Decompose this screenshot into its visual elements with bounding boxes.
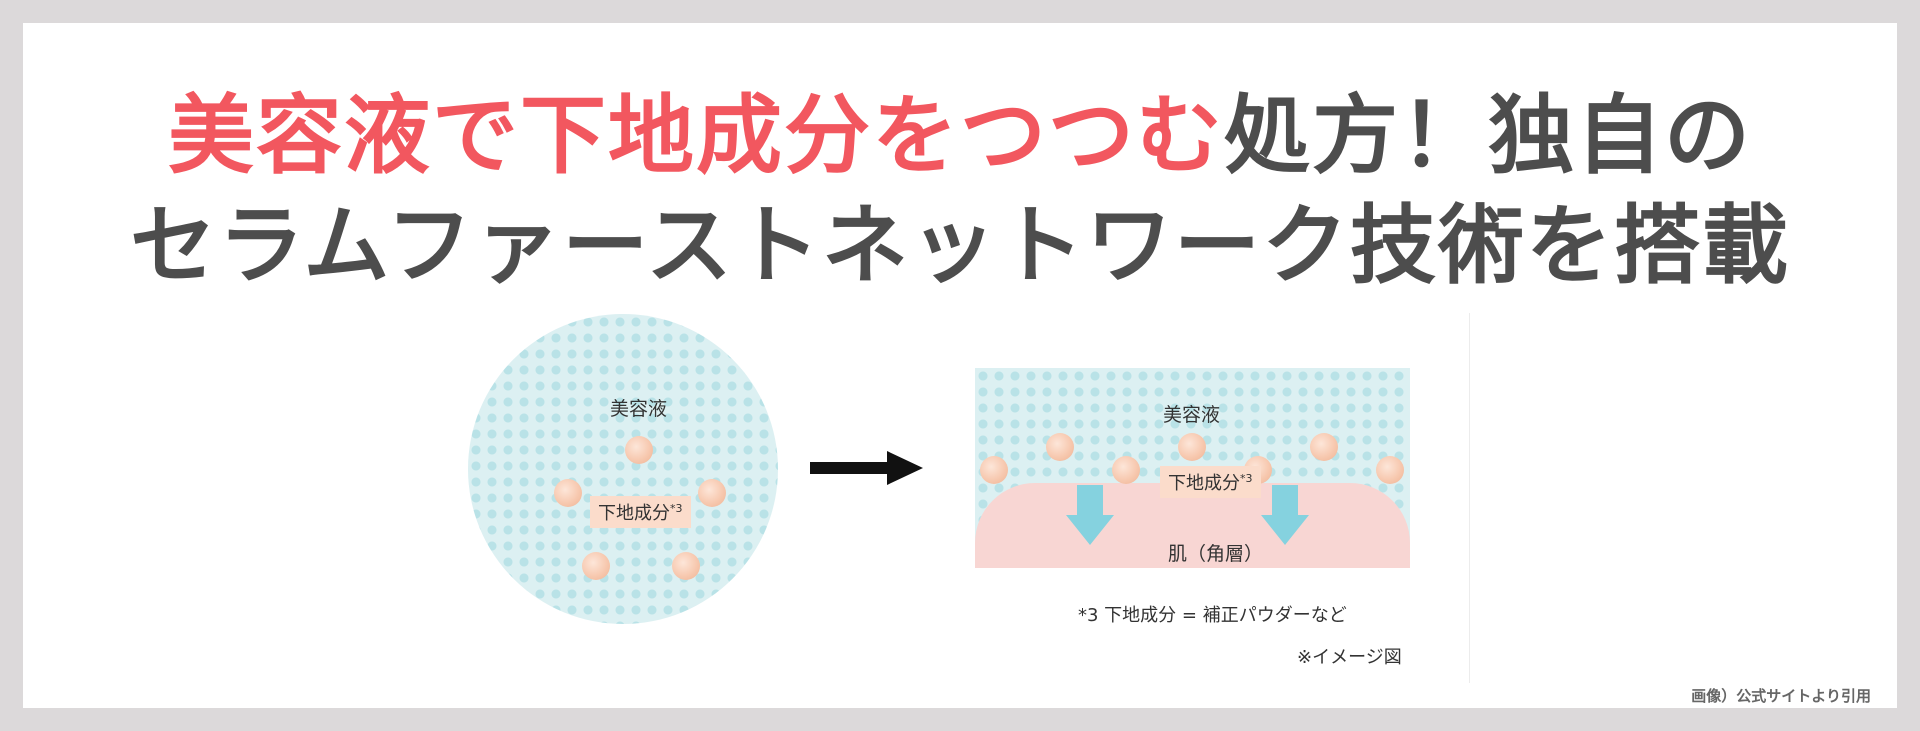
headline-line2: セラムファーストネットワーク技術を搭載 [130,196,1790,296]
arrow-head-icon [887,451,923,485]
down-arrow-head-icon [1261,515,1309,545]
down-arrow-icon [1272,485,1298,515]
content-card: 美容液で下地成分をつつむ処方！独自の セラムファーストネットワーク技術を搭載 画… [23,23,1897,708]
down-arrow-icon [1077,485,1103,515]
image-credit: 画像）公式サイトより引用 [1691,687,1871,705]
arrow-icon [810,462,888,474]
base-particle [582,552,610,580]
base-particle [1310,433,1338,461]
headline-accent: 美容液で下地成分をつつむ [168,86,1224,186]
serum-circle-illustration: 美容液 下地成分*3 [468,314,778,624]
serum-label: 美容液 [610,398,668,420]
skin-application-illustration: 美容液 下地成分*3 肌（角層） [975,368,1410,568]
image-note: ※イメージ図 [1297,647,1402,668]
down-arrow-head-icon [1066,515,1114,545]
divider-line [1469,313,1470,683]
base-particle [980,456,1008,484]
base-particle [672,552,700,580]
base-ingredient-tag-right: 下地成分*3 [1160,466,1261,498]
headline-rest: 処方！独自の [1224,86,1752,186]
base-ingredient-tag: 下地成分*3 [590,496,691,528]
footnote: *3 下地成分 = 補正パウダーなど [1078,605,1347,626]
serum-label-right: 美容液 [1163,404,1221,426]
skin-label: 肌（角層） [1168,543,1264,565]
base-particle [1046,433,1074,461]
base-particle [625,436,653,464]
headline-line1: 美容液で下地成分をつつむ処方！独自の [23,81,1897,191]
base-particle [698,479,726,507]
base-particle [1178,433,1206,461]
base-particle [1112,456,1140,484]
base-particle [554,479,582,507]
base-particle [1376,456,1404,484]
